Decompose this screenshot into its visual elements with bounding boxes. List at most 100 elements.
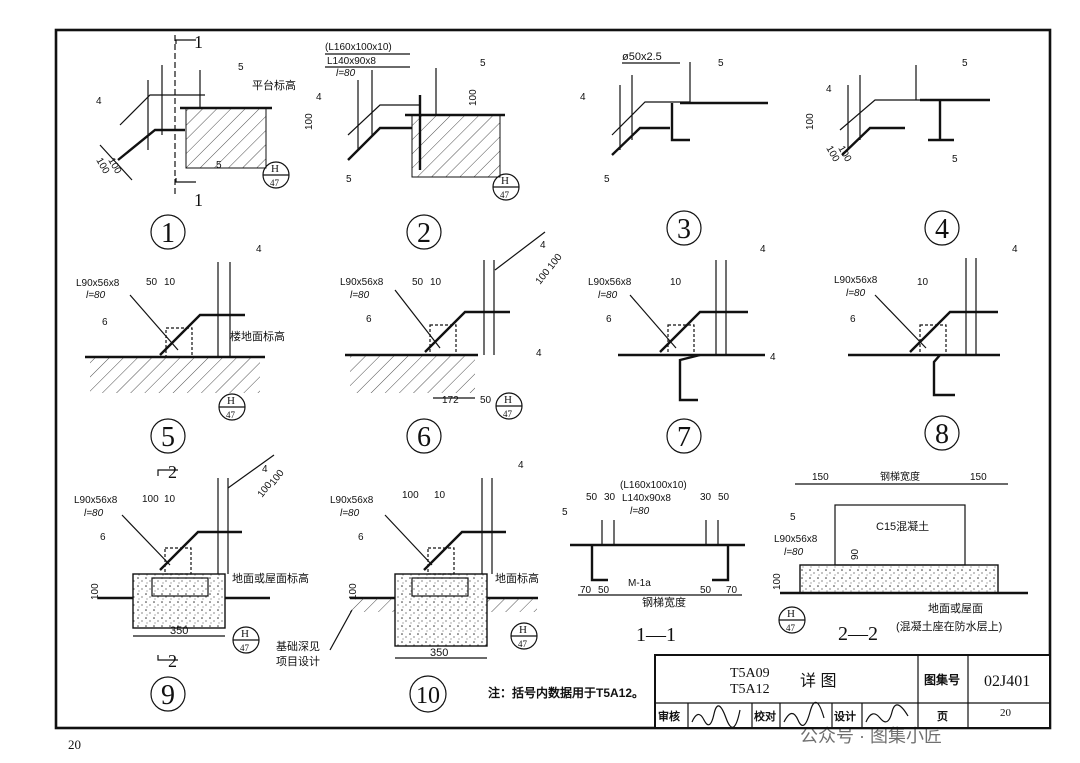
svg-text:10: 10 xyxy=(917,277,929,288)
svg-text:172: 172 xyxy=(442,395,459,406)
detail-number-3: 3 xyxy=(677,214,691,245)
detail-6: L90x56x8 l=80 50 10 6 4 4 100 100 172 50… xyxy=(340,231,565,454)
detail-4: 5 4 100 100 100 5 4 xyxy=(805,58,990,246)
atlas-label: 图集号 xyxy=(924,672,960,687)
svg-text:50: 50 xyxy=(586,492,598,503)
detail-number-9: 9 xyxy=(161,680,175,711)
svg-text:350: 350 xyxy=(430,647,448,659)
svg-text:10: 10 xyxy=(164,494,176,505)
svg-text:H: H xyxy=(501,175,509,187)
svg-text:4: 4 xyxy=(262,464,268,475)
svg-text:l=80: l=80 xyxy=(630,506,650,517)
svg-text:10: 10 xyxy=(164,277,176,288)
svg-text:4: 4 xyxy=(96,96,102,107)
svg-text:5: 5 xyxy=(480,58,486,69)
svg-text:30: 30 xyxy=(700,492,712,503)
atlas-number: 02J401 xyxy=(984,673,1030,690)
concrete-block xyxy=(394,573,488,647)
svg-text:(L160x100x10): (L160x100x10) xyxy=(620,480,687,491)
structure-hatch xyxy=(411,114,501,178)
svg-text:150: 150 xyxy=(812,472,829,483)
svg-text:47: 47 xyxy=(226,410,236,420)
detail-number-1: 1 xyxy=(161,218,175,249)
svg-text:L140x90x8: L140x90x8 xyxy=(622,493,671,504)
detail-number-circle-10 xyxy=(409,675,447,713)
svg-text:10: 10 xyxy=(434,490,446,501)
svg-text:4: 4 xyxy=(518,460,524,471)
detail-3: ø50x2.5 5 4 5 3 xyxy=(580,51,768,246)
detail-2: (L160x100x10) L140x90x8 l=80 5 4 100 100… xyxy=(304,42,520,250)
ground-hatch xyxy=(350,355,475,393)
detail-number-circle-3 xyxy=(666,210,702,246)
svg-text:L90x56x8: L90x56x8 xyxy=(340,277,384,288)
svg-text:6: 6 xyxy=(366,314,372,325)
svg-text:L90x56x8: L90x56x8 xyxy=(834,275,878,286)
svg-text:4: 4 xyxy=(760,244,766,255)
svg-text:30: 30 xyxy=(604,492,616,503)
svg-text:100: 100 xyxy=(468,89,479,106)
label-platform-elevation: 平台标高 xyxy=(252,78,296,92)
detail-number-circle-7 xyxy=(666,418,702,454)
svg-text:基础深见: 基础深见 xyxy=(276,640,320,653)
title-block: T5A09 T5A12 详 图 图集号 02J401 审核 校对 设计 页 20 xyxy=(654,654,1051,729)
svg-text:5: 5 xyxy=(604,174,610,185)
watermark: 公众号 · 图集小匠 xyxy=(800,726,942,746)
svg-text:4: 4 xyxy=(1012,244,1018,255)
svg-text:L90x56x8: L90x56x8 xyxy=(74,495,118,506)
section-mark-1-bottom: 1 xyxy=(194,190,203,210)
page-number: 20 xyxy=(1000,707,1012,719)
svg-text:50: 50 xyxy=(598,585,610,596)
note-text: 注：括号内数据用于T5A12。 xyxy=(488,685,644,700)
concrete-seat xyxy=(799,564,999,594)
svg-text:H: H xyxy=(519,624,527,636)
svg-text:钢梯宽度: 钢梯宽度 xyxy=(880,470,920,483)
svg-text:项目设计: 项目设计 xyxy=(276,655,320,668)
svg-text:100: 100 xyxy=(402,490,419,501)
svg-text:10: 10 xyxy=(670,277,682,288)
svg-text:L90x56x8: L90x56x8 xyxy=(774,534,818,545)
svg-text:l=80: l=80 xyxy=(340,508,360,519)
svg-text:5: 5 xyxy=(718,58,724,69)
section-mark-2-top: 2 xyxy=(168,462,177,482)
svg-text:l=80: l=80 xyxy=(84,508,104,519)
svg-text:L140x90x8: L140x90x8 xyxy=(327,56,376,67)
svg-text:l=80: l=80 xyxy=(784,547,804,558)
stair-outline xyxy=(834,504,966,566)
svg-text:L90x56x8: L90x56x8 xyxy=(330,495,374,506)
svg-text:6: 6 xyxy=(358,532,364,543)
svg-text:4: 4 xyxy=(540,240,546,251)
svg-text:地面或屋面: 地面或屋面 xyxy=(928,602,983,615)
svg-text:H: H xyxy=(504,394,512,406)
designer-signature xyxy=(865,704,909,723)
svg-text:5: 5 xyxy=(790,512,796,523)
svg-text:4: 4 xyxy=(580,92,586,103)
detail-8: L90x56x8 l=80 10 6 4 8 xyxy=(834,244,1018,451)
drawing-title: 详 图 xyxy=(800,672,836,690)
checker-signature xyxy=(783,701,825,727)
label-ground-roof-elevation: 地面或屋面标高 xyxy=(232,571,309,585)
detail-number-circle-2 xyxy=(406,214,442,250)
svg-text:100: 100 xyxy=(805,113,816,130)
svg-text:5: 5 xyxy=(346,174,352,185)
svg-text:5: 5 xyxy=(962,58,968,69)
svg-text:5: 5 xyxy=(562,507,568,518)
reviewer-signature xyxy=(691,705,741,728)
svg-text:70: 70 xyxy=(726,585,738,596)
svg-text:l=80: l=80 xyxy=(598,290,618,301)
svg-text:100: 100 xyxy=(304,113,315,130)
svg-text:47: 47 xyxy=(240,643,250,653)
svg-text:70: 70 xyxy=(580,585,592,596)
svg-text:100: 100 xyxy=(90,583,101,600)
svg-text:100: 100 xyxy=(546,252,565,272)
svg-text:页: 页 xyxy=(937,710,948,723)
code-t5a12: T5A12 xyxy=(730,682,770,697)
svg-text:100: 100 xyxy=(772,573,783,590)
svg-text:50: 50 xyxy=(146,277,158,288)
svg-text:350: 350 xyxy=(170,625,188,637)
svg-text:50: 50 xyxy=(412,277,424,288)
detail-number-8: 8 xyxy=(935,419,949,450)
svg-text:ø50x2.5: ø50x2.5 xyxy=(622,51,662,63)
svg-text:H: H xyxy=(227,395,235,407)
svg-text:47: 47 xyxy=(518,639,528,649)
